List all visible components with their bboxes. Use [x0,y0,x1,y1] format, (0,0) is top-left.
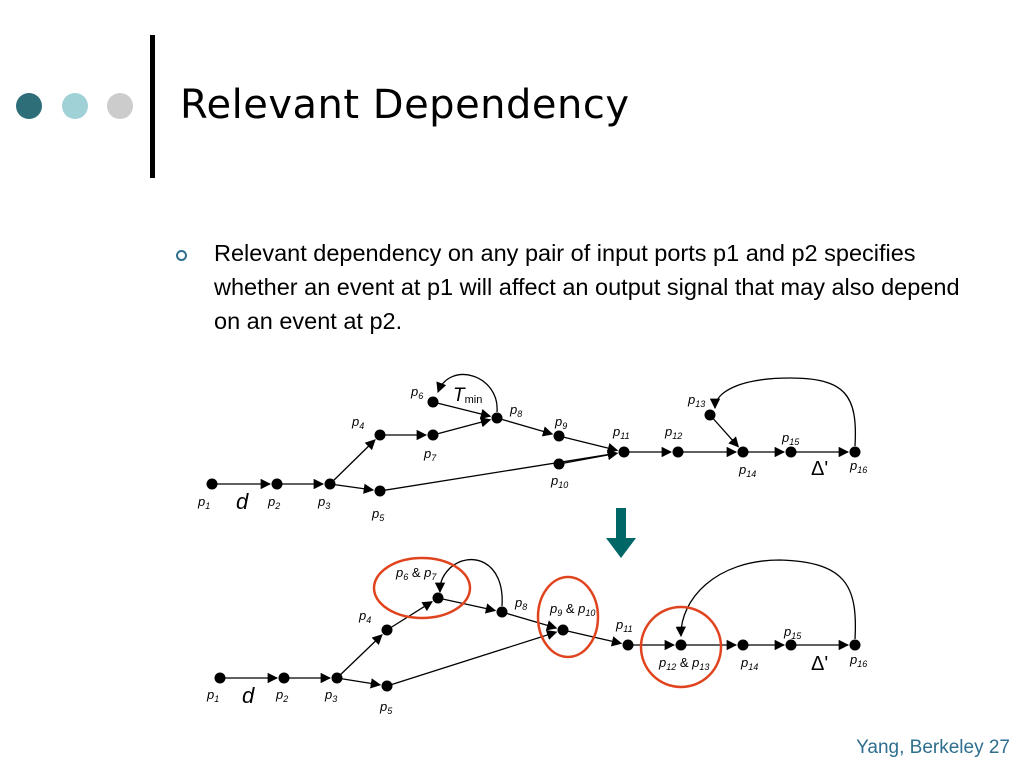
dot-gray [107,93,133,119]
edge-q910-q11 [562,629,623,647]
edge-p7-p8 [432,417,492,436]
edge-q3-q4 [336,634,383,679]
node-p6 [427,396,439,408]
node-q67 [432,592,444,604]
node-p9 [553,430,565,442]
node-q11 [622,639,634,651]
edge-label-top-1: Tmin [453,385,482,406]
highlight-circle-0 [372,556,472,620]
node-label-q1213: p12 & p13 [658,655,709,672]
node-q15 [785,639,797,651]
node-p8 [491,412,503,424]
node-label-q4: p4 [358,608,371,625]
edge-label-top-2: Δ' [811,458,828,480]
edge-p13-p14 [709,414,740,448]
node-q910 [557,624,569,636]
node-label-p4: p4 [351,414,364,431]
node-label-p2: p2 [267,494,280,511]
node-p4 [374,429,386,441]
node-label-p1: p1 [197,494,210,511]
dot-dark [16,93,42,119]
node-label-p5: p5 [371,506,385,523]
node-q1 [214,672,226,684]
top-graph: p1 p2 p3 p4 p5 p6 p7 p8 p9 p10 p11 p12 p13 p14 p15 p16 d… [197,374,867,523]
node-label-p11: p11 [612,424,630,441]
node-p13 [704,409,716,421]
node-label-q1: p1 [206,687,219,704]
node-label-q11: p11 [615,617,633,634]
node-label-p12: p12 [664,424,682,441]
node-label-q3: p3 [324,687,337,704]
node-label-p7: p7 [423,446,437,463]
node-p12 [672,446,684,458]
node-q3 [331,672,343,684]
node-q14 [737,639,749,651]
node-label-p3: p3 [317,494,330,511]
edge-label-top-0: d [236,489,249,514]
edge-q8-q910 [501,611,558,631]
node-label-q8: p8 [514,595,527,612]
dot-light [62,93,88,119]
edge-p8-p9 [496,417,554,437]
node-p7 [427,429,439,441]
highlight-circle-1 [536,575,600,659]
title-divider [150,35,155,178]
node-label-q2: p2 [275,687,288,704]
node-label-q910: p9 & p10 [549,601,595,618]
decorative-dots [16,93,136,123]
edge-p9-p11 [558,435,619,454]
edge-label-bottom-0: d [242,683,255,708]
node-label-q16: p16 [849,652,867,669]
node-label-q5: p5 [379,699,393,716]
node-p5 [374,485,386,497]
bottom-graph: p1 p2 p3 p4 p5 p6 & p7 p8 p9 & p10 p11 p12 & p13 p… [206,556,867,716]
loop-merged [434,559,503,607]
node-p10 [553,458,565,470]
node-label-p6: p6 [410,384,423,401]
node-p16 [849,446,861,458]
node-label-p14: p14 [738,462,756,479]
node-q4 [381,624,393,636]
node-p14 [737,446,749,458]
node-label-p15: p15 [781,430,800,447]
node-label-q14: p14 [740,655,758,672]
loop-tmin [436,374,498,413]
node-p15 [785,446,797,458]
footer-citation: Yang, Berkeley 27 [856,737,1010,758]
edge-p3-p4 [329,439,376,485]
arrow-head [606,538,636,558]
bullet-icon [176,250,187,261]
node-p11 [618,446,630,458]
node-p3 [324,478,336,490]
slide-title: Relevant Dependency [180,82,630,128]
node-p2 [271,478,283,490]
node-label-p16: p16 [849,458,867,475]
edge-p5-p11 [379,449,619,492]
node-p1 [206,478,218,490]
node-q8 [496,606,508,618]
node-q1213 [675,639,687,651]
transform-down-arrow-icon [606,508,636,558]
node-label-q15: p15 [783,624,802,641]
node-q5 [381,680,393,692]
edge-p6-p8 [432,401,492,420]
loop-feedback-bottom [675,559,857,640]
edge-q67-q8 [437,597,497,614]
node-label-q67: p6 & p7 [395,565,437,582]
loop-feedback [709,377,857,447]
node-q2 [278,672,290,684]
highlight-circle-2 [639,605,723,689]
node-q16 [849,639,861,651]
edge-label-bottom-1: Δ' [811,653,828,675]
node-label-p13: p13 [687,392,705,409]
edge-q5-q910 [386,630,558,687]
node-label-p9: p9 [554,414,567,431]
arrow-shaft [616,508,626,540]
bullet-text: Relevant dependency on any pair of input… [214,240,960,334]
node-label-p10: p10 [550,473,568,490]
edge-q3-q5 [336,677,382,689]
node-label-p8: p8 [509,402,522,419]
edge-p3-p5 [329,483,375,494]
